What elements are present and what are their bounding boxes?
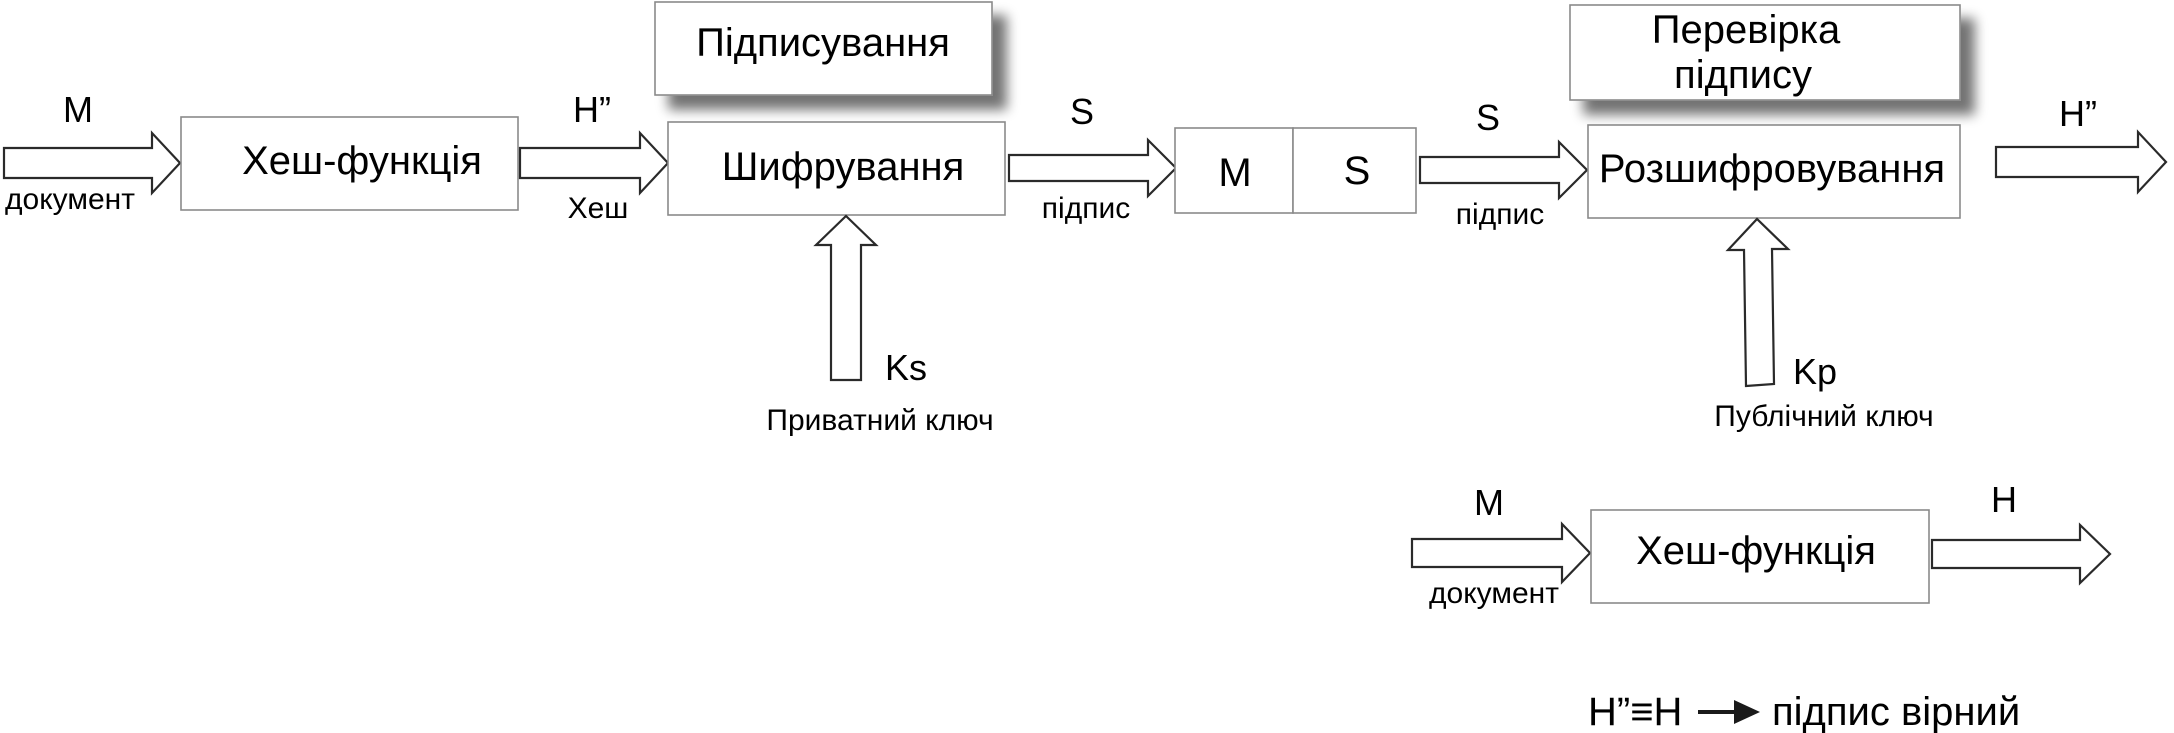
- verification-header-box: [1569, 4, 1961, 101]
- signing-header-box: [654, 1, 993, 96]
- private-key-label: Приватний ключ: [766, 404, 993, 437]
- hash-output-letter: H”: [573, 89, 611, 130]
- public-key-arrow: [1725, 217, 1791, 388]
- document-input-arrow: [2, 130, 182, 196]
- verification-header-line1: Перевірка: [1652, 8, 1841, 52]
- message-s: S: [1344, 149, 1371, 193]
- private-key-arrow: [813, 214, 879, 382]
- decryption-label: Розшифровування: [1599, 147, 1945, 191]
- encryption-label: Шифрування: [722, 145, 965, 189]
- signature-label: підпис: [1042, 192, 1130, 225]
- decryption-output-arrow: [1994, 129, 2168, 195]
- hash-function-box: [180, 116, 519, 211]
- input-label-document: документ: [5, 183, 135, 216]
- decryption-output-letter: H”: [2059, 93, 2097, 134]
- encryption-box: [667, 121, 1006, 216]
- verification-hash-function-label: Хеш-функція: [1636, 529, 1876, 573]
- hash-function-label: Хеш-функція: [242, 139, 482, 183]
- signing-header: Підписування: [696, 21, 950, 65]
- verification-signature-label: підпис: [1456, 198, 1544, 231]
- verification-hash-output-letter: H: [1991, 479, 2017, 520]
- private-key-letter: Ks: [885, 347, 927, 388]
- verification-hash-function-box: [1590, 509, 1930, 604]
- conclusion-result: підпис вірний: [1772, 690, 2020, 733]
- message-box-s: [1292, 127, 1417, 214]
- message-box-m: [1174, 127, 1294, 214]
- message-m: M: [1218, 151, 1251, 195]
- public-key-label: Публічний ключ: [1714, 400, 1933, 433]
- verification-signature-arrow: [1418, 139, 1589, 201]
- verification-header-line2: підпису: [1674, 53, 1812, 97]
- verification-hash-output-arrow: [1930, 522, 2112, 586]
- verification-signature-letter: S: [1476, 97, 1500, 138]
- public-key-letter: Kp: [1793, 351, 1837, 392]
- hash-output-label: Хеш: [568, 192, 629, 225]
- signature-output-arrow: [1007, 137, 1178, 199]
- input-letter-m: M: [63, 89, 93, 130]
- verification-input-label: документ: [1429, 577, 1559, 610]
- hash-output-arrow: [518, 130, 670, 196]
- verification-input-letter: M: [1474, 482, 1504, 523]
- decryption-box: [1587, 124, 1961, 219]
- conclusion-arrow-head: [1734, 700, 1760, 724]
- conclusion-equation: H”≡H: [1588, 690, 1682, 733]
- signature-letter: S: [1070, 91, 1094, 132]
- verification-document-arrow: [1410, 521, 1592, 585]
